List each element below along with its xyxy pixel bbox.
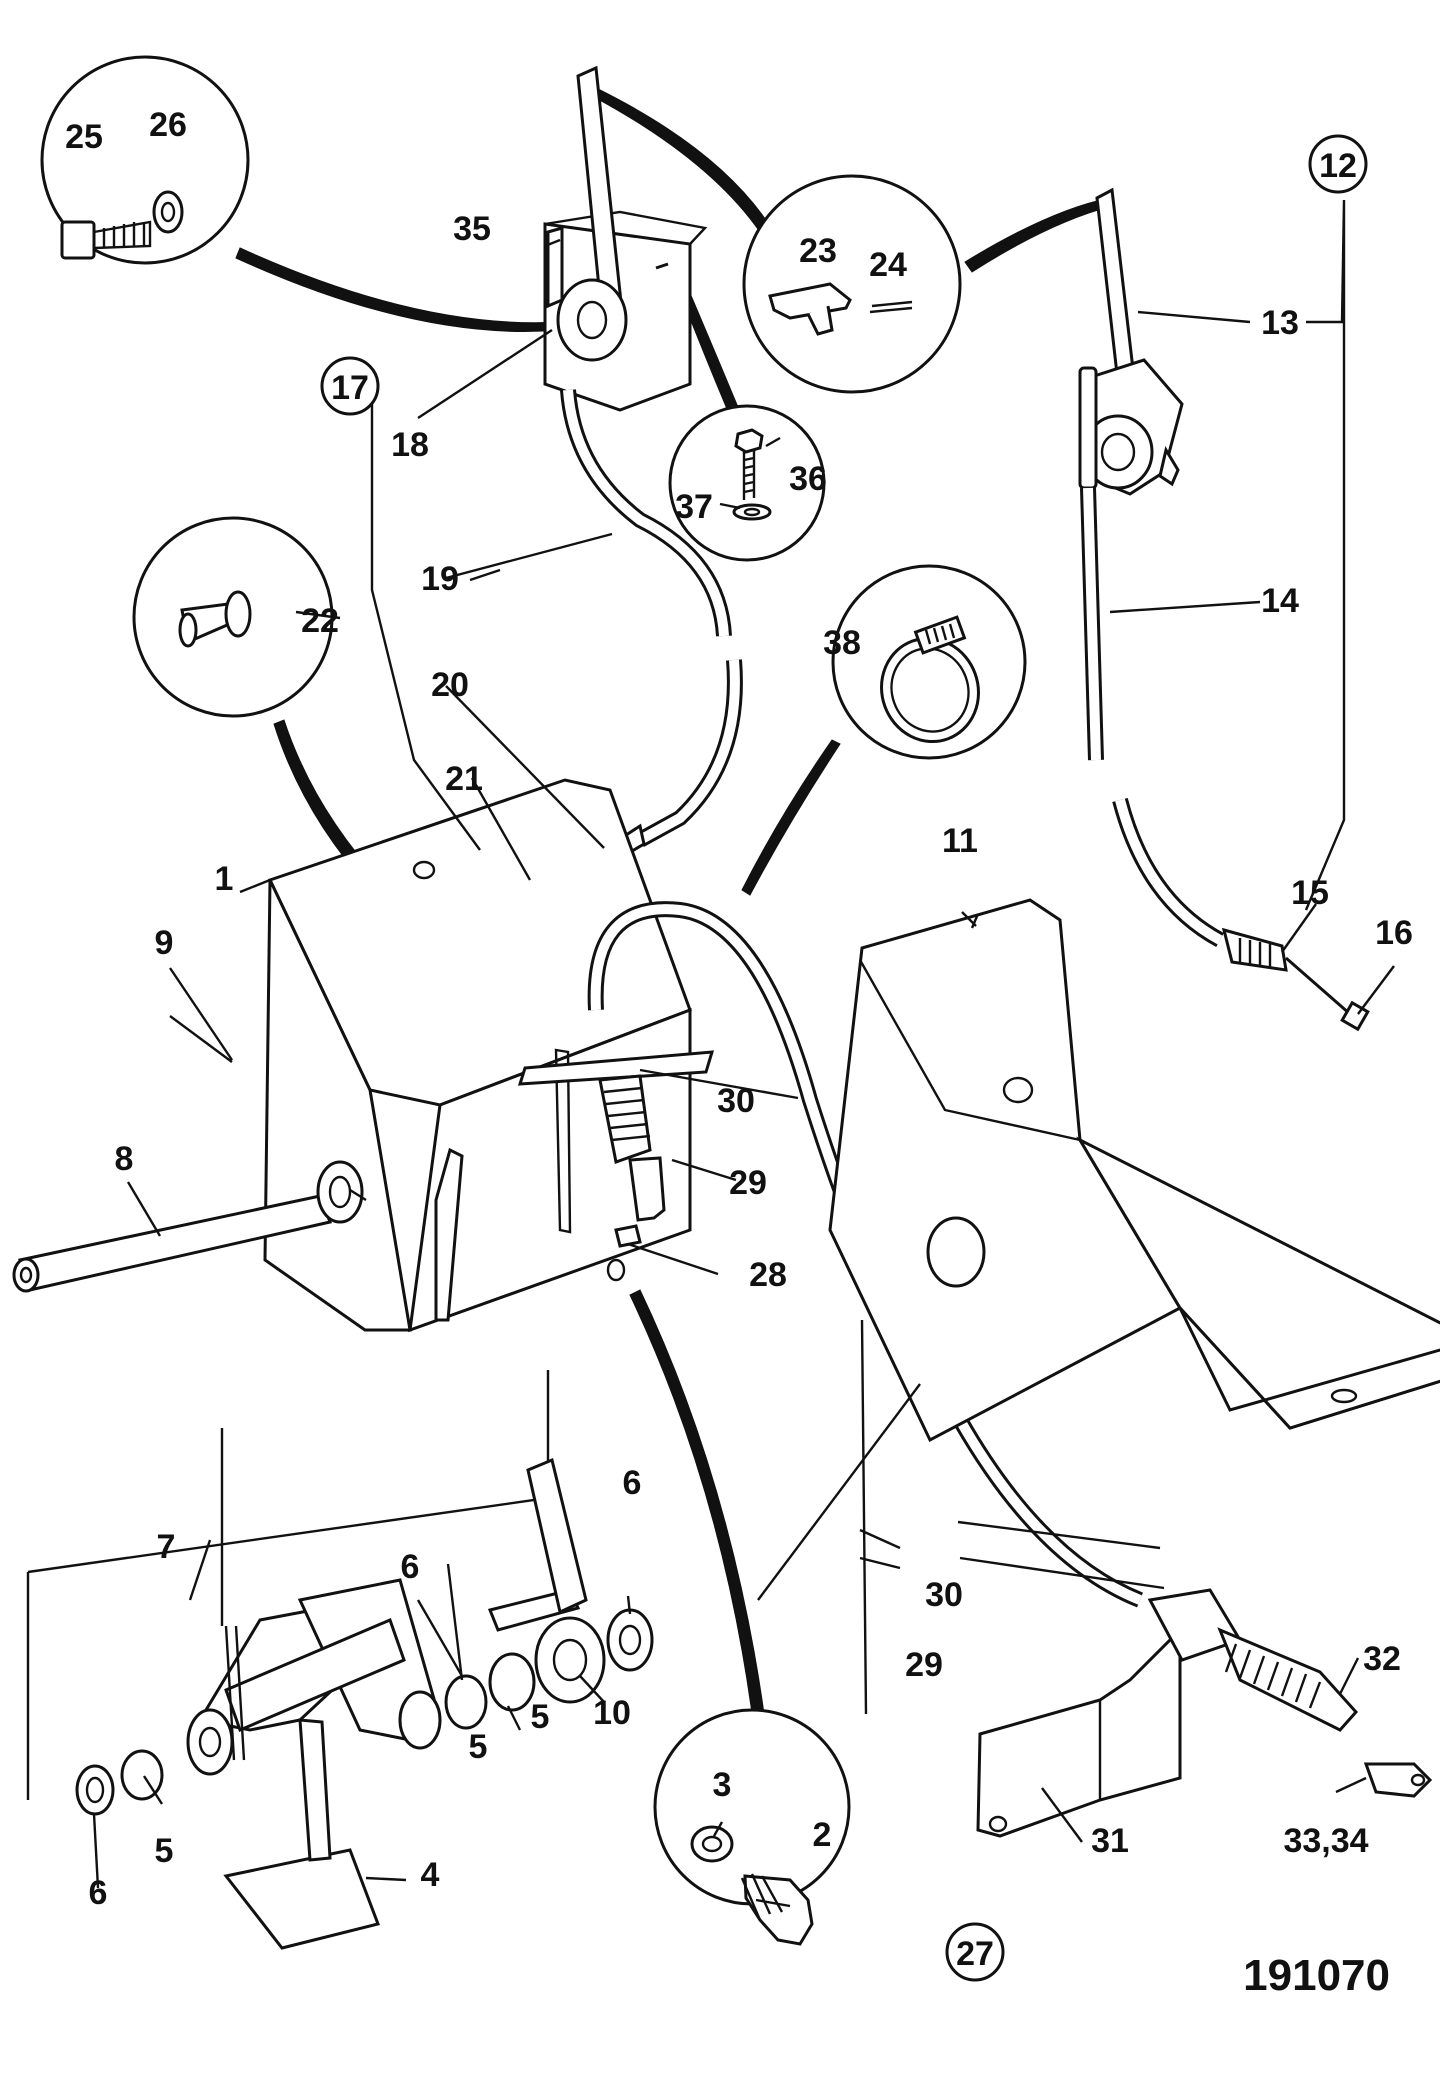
callout-30-a: 30 xyxy=(717,1082,755,1120)
callout-2: 2 xyxy=(813,1816,832,1854)
detail-circle-bolt-25-26 xyxy=(40,55,250,265)
callout-19: 19 xyxy=(421,560,459,598)
cable-14 xyxy=(1080,487,1370,1032)
detail-circle-knob-23-24 xyxy=(742,174,962,394)
callout-31: 31 xyxy=(1091,1822,1129,1860)
callout-3: 3 xyxy=(713,1766,732,1804)
collar-9 xyxy=(169,1015,364,1224)
shaft-8 xyxy=(12,1194,333,1293)
callout-5-c: 5 xyxy=(531,1698,550,1736)
detail-circle-pin-22 xyxy=(132,516,334,718)
callout-33-34: 33,34 xyxy=(1283,1822,1368,1860)
callout-37: 37 xyxy=(675,488,713,526)
callout-21: 21 xyxy=(445,760,483,798)
detail-circle-clip-38 xyxy=(831,564,1027,760)
callout-23: 23 xyxy=(799,232,837,270)
callout-6-a: 6 xyxy=(89,1874,108,1912)
svg-text:12: 12 xyxy=(1319,147,1357,185)
drawing-number: 191070 xyxy=(1243,1951,1390,2000)
callout-15: 15 xyxy=(1291,874,1329,912)
assembly-ref-12: 12 xyxy=(1308,134,1368,194)
leader-lines xyxy=(92,199,1395,1908)
detail-circle-bolt-2-3 xyxy=(653,1708,851,1946)
callout-1: 1 xyxy=(215,860,234,898)
hand-lever-18 xyxy=(543,65,708,412)
hand-lever-13 xyxy=(1078,187,1184,496)
callout-5-b: 5 xyxy=(469,1728,488,1766)
callout-20: 20 xyxy=(431,666,469,704)
callout-7: 7 xyxy=(157,1528,176,1566)
callout-26: 26 xyxy=(149,106,187,144)
assembly-ref-17: 17 xyxy=(320,356,380,416)
callout-29-a: 29 xyxy=(729,1164,767,1202)
callout-14: 14 xyxy=(1261,582,1299,620)
bracket-31 xyxy=(976,1626,1182,1838)
callout-8: 8 xyxy=(115,1140,134,1178)
callout-24: 24 xyxy=(869,246,907,284)
assembly-ref-27: 27 xyxy=(945,1922,1005,1982)
callout-38: 38 xyxy=(823,624,861,662)
callout-16: 16 xyxy=(1375,914,1413,952)
callout-30-b: 30 xyxy=(925,1576,963,1614)
callout-18: 18 xyxy=(391,426,429,464)
bracket-11 xyxy=(828,898,1440,1443)
callout-32: 32 xyxy=(1363,1640,1401,1678)
callout-13: 13 xyxy=(1261,304,1299,342)
callout-5-a: 5 xyxy=(155,1832,174,1870)
cable-19 xyxy=(560,389,743,848)
pedal-assembly xyxy=(26,1370,654,1950)
callout-6-b: 6 xyxy=(401,1548,420,1586)
callout-11: 11 xyxy=(942,822,978,860)
svg-text:17: 17 xyxy=(331,369,369,407)
detail-circle-bolt-36-37 xyxy=(668,404,826,562)
pedal-bracket-1 xyxy=(263,778,692,1333)
callout-9: 9 xyxy=(155,924,174,962)
callout-28: 28 xyxy=(749,1256,787,1294)
callout-10: 10 xyxy=(593,1694,631,1732)
spring-32 xyxy=(1147,1588,1433,1798)
callout-22: 22 xyxy=(301,602,339,640)
svg-text:27: 27 xyxy=(956,1935,994,1973)
callout-6-c: 6 xyxy=(623,1464,642,1502)
callout-29-b: 29 xyxy=(905,1646,943,1684)
spring-fitting-29 xyxy=(517,1050,715,1282)
callout-4: 4 xyxy=(421,1856,440,1894)
callout-36: 36 xyxy=(789,460,827,498)
callout-labels: 1 2 3 4 5 5 5 5 6 6 6 7 8 9 10 11 13 14 … xyxy=(65,106,1413,1912)
callout-35: 35 xyxy=(453,210,491,248)
callout-25: 25 xyxy=(65,118,103,156)
